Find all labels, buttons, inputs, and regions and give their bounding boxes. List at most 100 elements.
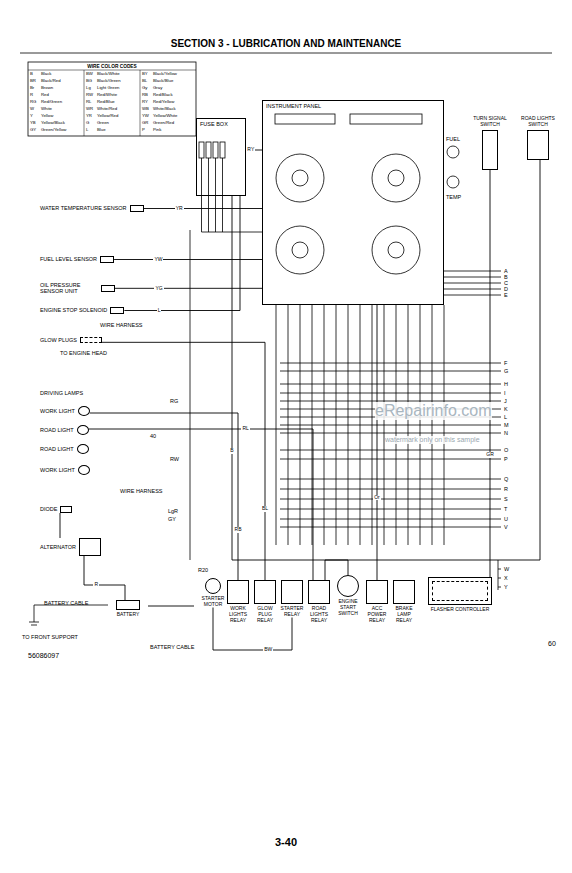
diode-component: DIODE (40, 506, 72, 513)
gauges (275, 114, 459, 274)
wire-code: L (157, 308, 162, 314)
table-cell: W (30, 107, 34, 112)
table-cell: Black/White (97, 72, 120, 77)
table-cell: Brown (41, 86, 53, 91)
component-label: ROAD LIGHTS RELAY (307, 606, 331, 623)
table-cell: Black/Blue (153, 79, 173, 84)
relay-symbol (281, 580, 303, 604)
table-cell: BW (86, 72, 93, 77)
component-label: OIL PRESSURE SENSOR UNIT (40, 282, 98, 295)
table-cell: B (30, 72, 33, 77)
sens-symbol (110, 307, 124, 314)
table-cell: Yellow/Red (97, 114, 118, 119)
table-cell: Green/Red (153, 121, 174, 126)
sens-component: FUEL LEVEL SENSOR (40, 256, 114, 263)
table-cell: Yellow (41, 114, 53, 119)
table-cell: White (41, 107, 52, 112)
sens-component: WATER TEMPERATURE SENSOR (40, 205, 144, 212)
table-cell: Red/Yellow (153, 100, 174, 105)
annotation: 56086097 (28, 652, 59, 660)
sens-symbol (100, 256, 114, 263)
table-cell: Br (30, 86, 34, 91)
color-code-table (28, 62, 196, 136)
wire (232, 196, 348, 575)
connector-letter: U (504, 516, 508, 522)
connector-letter: I (504, 390, 506, 396)
lamp-component: WORK LIGHT (40, 465, 90, 475)
wire-code: YG (154, 286, 163, 292)
sens-component: ENGINE STOP SOLENOID (40, 307, 124, 314)
relay-component: STARTER RELAY (280, 580, 304, 618)
sw2-symbol (527, 130, 549, 160)
sw2-component: ROAD LIGHTS SWITCH (516, 116, 560, 160)
annotation: LgR (168, 508, 178, 514)
connector-letter: O (504, 447, 508, 453)
wire (490, 170, 491, 578)
annotation: TO ENGINE HEAD (60, 350, 107, 356)
relay-component: BRAKE LAMP RELAY (392, 580, 416, 623)
page-title: SECTION 3 - LUBRICATION AND MAINTENANCE (0, 38, 572, 49)
wire-code: RB (234, 527, 243, 533)
annotation: DRIVING LAMPS (40, 390, 83, 396)
component-label: ACC POWER RELAY (365, 606, 389, 623)
lamp-component: WORK LIGHT (40, 406, 90, 416)
wire-code: YR (175, 206, 184, 212)
wire-code: Or (373, 495, 381, 501)
lamp-symbol (77, 425, 89, 435)
table-cell: RG (30, 100, 36, 105)
wire-code: RL (241, 426, 249, 432)
table-cell: White/Black (153, 107, 176, 112)
wire-code: B (229, 448, 234, 454)
connector-letter: H (504, 381, 508, 387)
table-cell: Blue (97, 128, 106, 133)
annotation: BATTERY CABLE (44, 600, 88, 606)
wire (148, 606, 194, 607)
component-label: BRAKE LAMP RELAY (392, 606, 416, 623)
connector-letter: D (504, 286, 508, 292)
wire (84, 556, 125, 600)
fuses (199, 142, 262, 232)
table-cell: BL (142, 79, 147, 84)
wire-code: RY (246, 147, 255, 153)
key-component: ENGINE START SWITCH (334, 575, 362, 616)
mot-symbol (205, 578, 221, 594)
table-cell: Black/Green (97, 79, 121, 84)
table-cell: Green/Yellow (41, 128, 66, 133)
lamp-symbol (78, 406, 90, 416)
lamp-symbol (78, 465, 90, 475)
table-cell: Y (30, 114, 33, 119)
wire (325, 160, 540, 581)
table-cell: YW (142, 114, 149, 119)
lamp-component: ROAD LIGHT (40, 444, 89, 454)
relay-component: ROAD LIGHTS RELAY (307, 580, 331, 623)
table-cell: L (86, 128, 88, 133)
component-label: GLOW PLUGS (40, 337, 77, 343)
component-label: ROAD LIGHT (40, 427, 74, 433)
component-label: INSTRUMENT PANEL (266, 103, 440, 109)
sw-component: TURN SIGNAL SWITCH (468, 116, 512, 170)
relay-symbol (308, 580, 330, 604)
relay-symbol (227, 580, 249, 604)
connector-letter: G (504, 368, 508, 374)
table-cell: R (30, 93, 33, 98)
sens-symbol (130, 205, 144, 212)
lamp-symbol (77, 444, 89, 454)
annotation: R20 (198, 567, 208, 573)
component-label: GLOW PLUG RELAY (253, 606, 277, 623)
component-label: ROAD LIGHT (40, 446, 74, 452)
component-label: WORK LIGHTS RELAY (226, 606, 250, 623)
glow-symbol (80, 337, 102, 343)
annotation: RG (170, 398, 178, 404)
flash-component: FLASHER CONTROLLER (425, 577, 495, 613)
table-cell: GY (30, 128, 36, 133)
glow-component: GLOW PLUGS (40, 337, 102, 343)
table-cell: BY (142, 72, 148, 77)
table-cell: Red (41, 93, 49, 98)
connector-letter: B (504, 274, 508, 280)
table-cell: Gy (142, 86, 148, 91)
table-cell: RL (86, 100, 92, 105)
sens-symbol (101, 285, 115, 292)
table-cell: RW (86, 93, 93, 98)
table-cell: RY (142, 100, 148, 105)
table-cell: Red/Black (153, 93, 173, 98)
